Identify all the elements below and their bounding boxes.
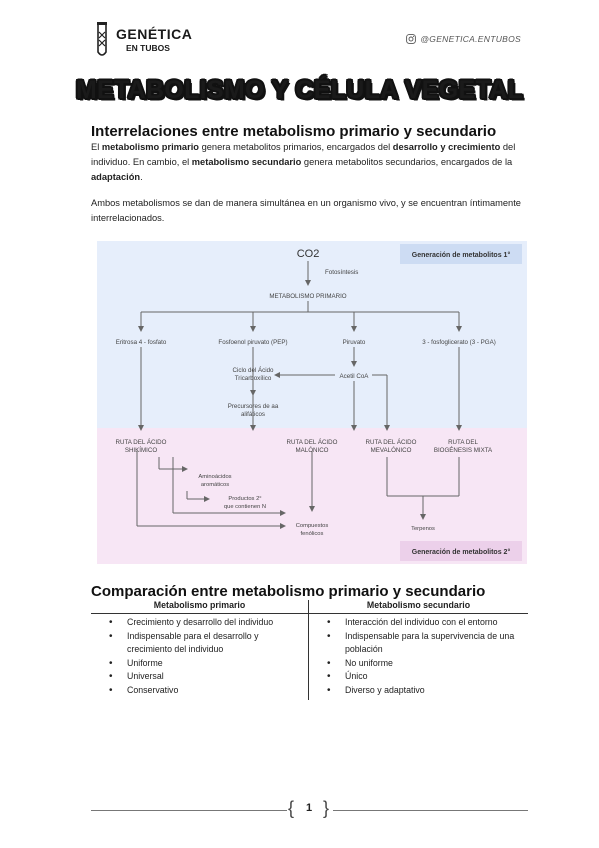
list-item: No uniforme xyxy=(327,657,527,671)
node-acetyl-coa: Acetil CoA xyxy=(340,373,370,380)
node-tca-line1: Ciclo del Ácido xyxy=(233,367,274,374)
brand-logo: GENÉTICA EN TUBOS xyxy=(90,20,192,60)
node-3pga: 3 - fosfoglicerato (3 - PGA) xyxy=(422,339,496,346)
test-tube-icon xyxy=(97,22,107,56)
list-item: Conservativo xyxy=(109,684,303,698)
metabolism-flow-diagram: Generación de metabolitos 1° Generación … xyxy=(97,241,527,564)
node-pep: Fosfoenol piruvato (PEP) xyxy=(218,339,287,346)
edge-label-photosynthesis: Fotosíntesis xyxy=(325,269,358,276)
node-n-products-line1: Productos 2° xyxy=(228,496,261,502)
primary-region xyxy=(97,241,527,428)
page-title: METABOLISMO Y CÉLULA VEGETAL xyxy=(75,76,524,104)
primary-list: Crecimiento y desarrollo del individuo I… xyxy=(109,616,303,698)
node-mevalonic-line1: RUTA DEL ÁCIDO xyxy=(366,439,417,446)
node-aromatic-aa-line1: Aminoácidos xyxy=(198,474,231,480)
node-phenolics-line1: Compuestos xyxy=(296,523,329,529)
footer-rule-left xyxy=(91,810,287,811)
list-item: Universal xyxy=(109,670,303,684)
node-erythrose: Eritrosa 4 - fosfato xyxy=(116,339,167,346)
node-phenolics-line2: fenólicos xyxy=(301,531,324,537)
node-mixed-line1: RUTA DEL xyxy=(448,439,478,446)
list-item: Crecimiento y desarrollo del individuo xyxy=(109,616,303,630)
column-header-secondary: Metabolismo secundario xyxy=(366,600,471,610)
brand-subtitle: EN TUBOS xyxy=(126,43,170,53)
node-malonic-line2: MALÓNICO xyxy=(295,447,328,454)
page-header: GENÉTICA EN TUBOS @GENETICA.ENTUBOS xyxy=(90,20,521,60)
secondary-label-box xyxy=(400,541,522,561)
table-column-divider xyxy=(308,600,309,700)
footer-brace-right: } xyxy=(323,798,330,818)
label-secondary: Generación de metabolitos 2° xyxy=(412,548,511,556)
list-item: Uniforme xyxy=(109,657,303,671)
node-precursors-line2: alifáticos xyxy=(241,411,265,418)
list-item: Indispensable para la supervivencia de u… xyxy=(327,630,527,657)
secondary-list: Interacción del individuo con el entorno… xyxy=(327,616,527,698)
footer-rule-right xyxy=(333,810,528,811)
instagram-handle[interactable]: @GENETICA.ENTUBOS xyxy=(406,34,521,44)
section-heading-interrelations: Interrelaciones entre metabolismo primar… xyxy=(91,123,497,140)
list-item: Único xyxy=(327,670,527,684)
page-number: 1 xyxy=(305,802,313,814)
node-n-products-line2: que contienen N xyxy=(224,504,266,510)
table-header-divider xyxy=(91,613,528,614)
section-heading-comparison: Comparación entre metabolismo primario y… xyxy=(91,583,486,600)
list-item: Interacción del individuo con el entorno xyxy=(327,616,527,630)
node-malonic-line1: RUTA DEL ÁCIDO xyxy=(287,439,338,446)
node-primary-metabolism: METABOLISMO PRIMARIO xyxy=(269,293,346,300)
node-shikimic-line2: SHIKÍMICO xyxy=(125,447,158,454)
node-mixed-line2: BIOGÉNESIS MIXTA xyxy=(434,447,493,454)
list-item: Diverso y adaptativo xyxy=(327,684,527,698)
instagram-handle-text: @GENETICA.ENTUBOS xyxy=(420,34,521,44)
footer-brace-left: { xyxy=(288,798,295,818)
list-item: Indispensable para el desarrollo y creci… xyxy=(109,630,303,657)
node-aromatic-aa-line2: aromáticos xyxy=(201,482,229,488)
node-precursors-line1: Precursores de aa xyxy=(228,403,279,410)
node-terpenes: Terpenos xyxy=(411,526,435,532)
brand-title: GENÉTICA xyxy=(116,26,193,42)
primary-label-box xyxy=(400,244,522,264)
node-mevalonic-line2: MEVALÓNICO xyxy=(371,447,412,454)
paragraph-simultaneous: Ambos metabolismos se dan de manera simu… xyxy=(91,198,521,223)
label-primary: Generación de metabolitos 1° xyxy=(412,251,511,259)
node-co2: CO2 xyxy=(297,248,320,260)
node-pyruvate: Piruvato xyxy=(343,339,366,346)
node-shikimic-line1: RUTA DEL ÁCIDO xyxy=(116,439,167,446)
column-header-primary: Metabolismo primario xyxy=(153,600,246,610)
node-tca-line2: Tricarboxílico xyxy=(235,375,272,382)
page-footer: { 1 } xyxy=(91,798,528,822)
paragraph-intro: El metabolismo primario genera metabolit… xyxy=(91,142,516,182)
instagram-icon xyxy=(406,34,417,44)
